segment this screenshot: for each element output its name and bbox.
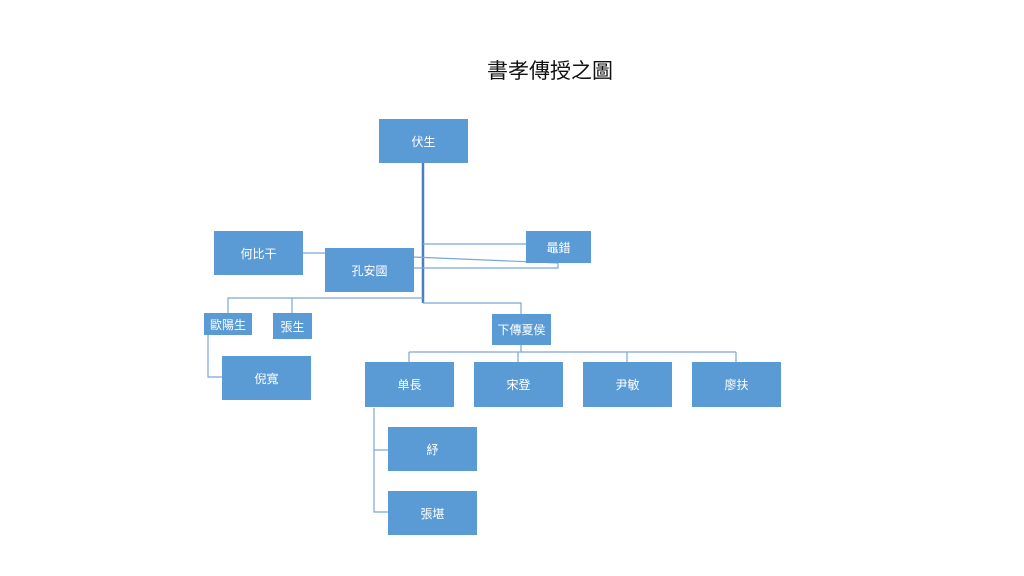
connector-chanzhang-children: [373, 408, 388, 513]
node-song-deng: 宋登: [474, 362, 563, 407]
node-yin-min: 尹敏: [583, 362, 672, 407]
node-zhang-sheng: 張生: [273, 313, 312, 339]
node-zhang-kan: 張堪: [388, 491, 477, 535]
node-chao-cuo: 鼂錯: [526, 231, 591, 263]
diagram-title: 書孝傳授之圖: [487, 59, 613, 83]
node-ni-kuan: 倪寬: [222, 356, 311, 400]
node-chan-zhang: 单長: [365, 362, 454, 407]
node-liao-fu: 廖扶: [692, 362, 781, 407]
node-ouyang-sheng: 歐陽生: [204, 313, 252, 335]
node-he-bigan: 何比干: [214, 231, 303, 275]
node-yu: 紓: [388, 427, 477, 471]
connector-right-branch: [423, 302, 522, 314]
node-xia-hou: 下傳夏侯: [492, 314, 551, 345]
connector-left-branch: [227, 297, 423, 313]
connector-ouyang-ni: [207, 335, 222, 378]
node-kong-anguo: 孔安國: [325, 248, 414, 292]
connector-kong-chaocuo-2: [413, 262, 559, 269]
node-fusheng: 伏生: [379, 119, 468, 163]
